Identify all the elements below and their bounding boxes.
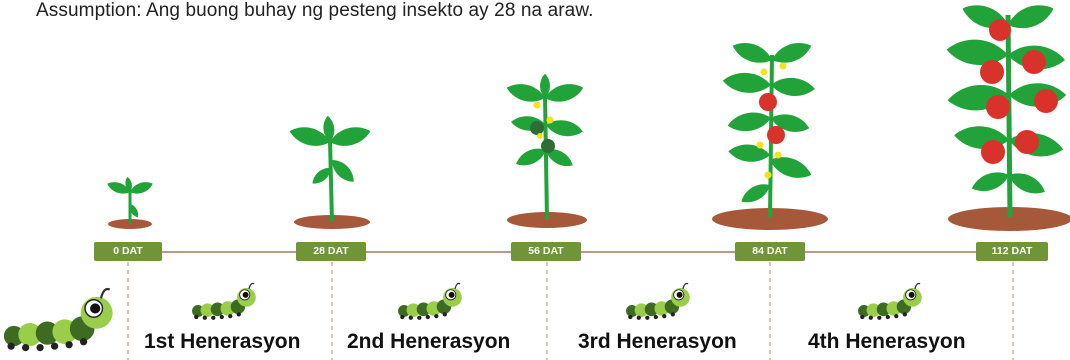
timeline-label-84dat: 84 DAT [735, 242, 805, 261]
timeline-label-28dat: 28 DAT [296, 242, 366, 261]
timeline-label-0dat: 0 DAT [94, 242, 162, 261]
assumption-text: Assumption: Ang buong buhay ng pesteng i… [36, 0, 594, 21]
caterpillar-icon [857, 282, 923, 321]
generation-label-4: 4th Henerasyon [808, 330, 966, 353]
mature-tomato-plant-icon [945, 0, 1070, 231]
caterpillar-icon [397, 282, 463, 321]
young-plant-icon [287, 115, 373, 229]
seedling-icon [105, 176, 155, 229]
timeline-label-112dat: 112 DAT [976, 242, 1048, 261]
caterpillar-icon [625, 282, 691, 321]
flowering-plant-icon [504, 73, 587, 228]
generation-dividers [127, 262, 1014, 360]
generation-label-3: 3rd Henerasyon [578, 330, 737, 353]
caterpillar-icon [191, 282, 257, 321]
generation-label-1: 1st Henerasyon [144, 330, 301, 353]
generation-label-2: 2nd Henerasyon [347, 330, 511, 353]
timeline-label-56dat: 56 DAT [511, 242, 581, 261]
fruiting-plant-icon [712, 37, 828, 230]
caterpillar-icon [2, 287, 114, 353]
